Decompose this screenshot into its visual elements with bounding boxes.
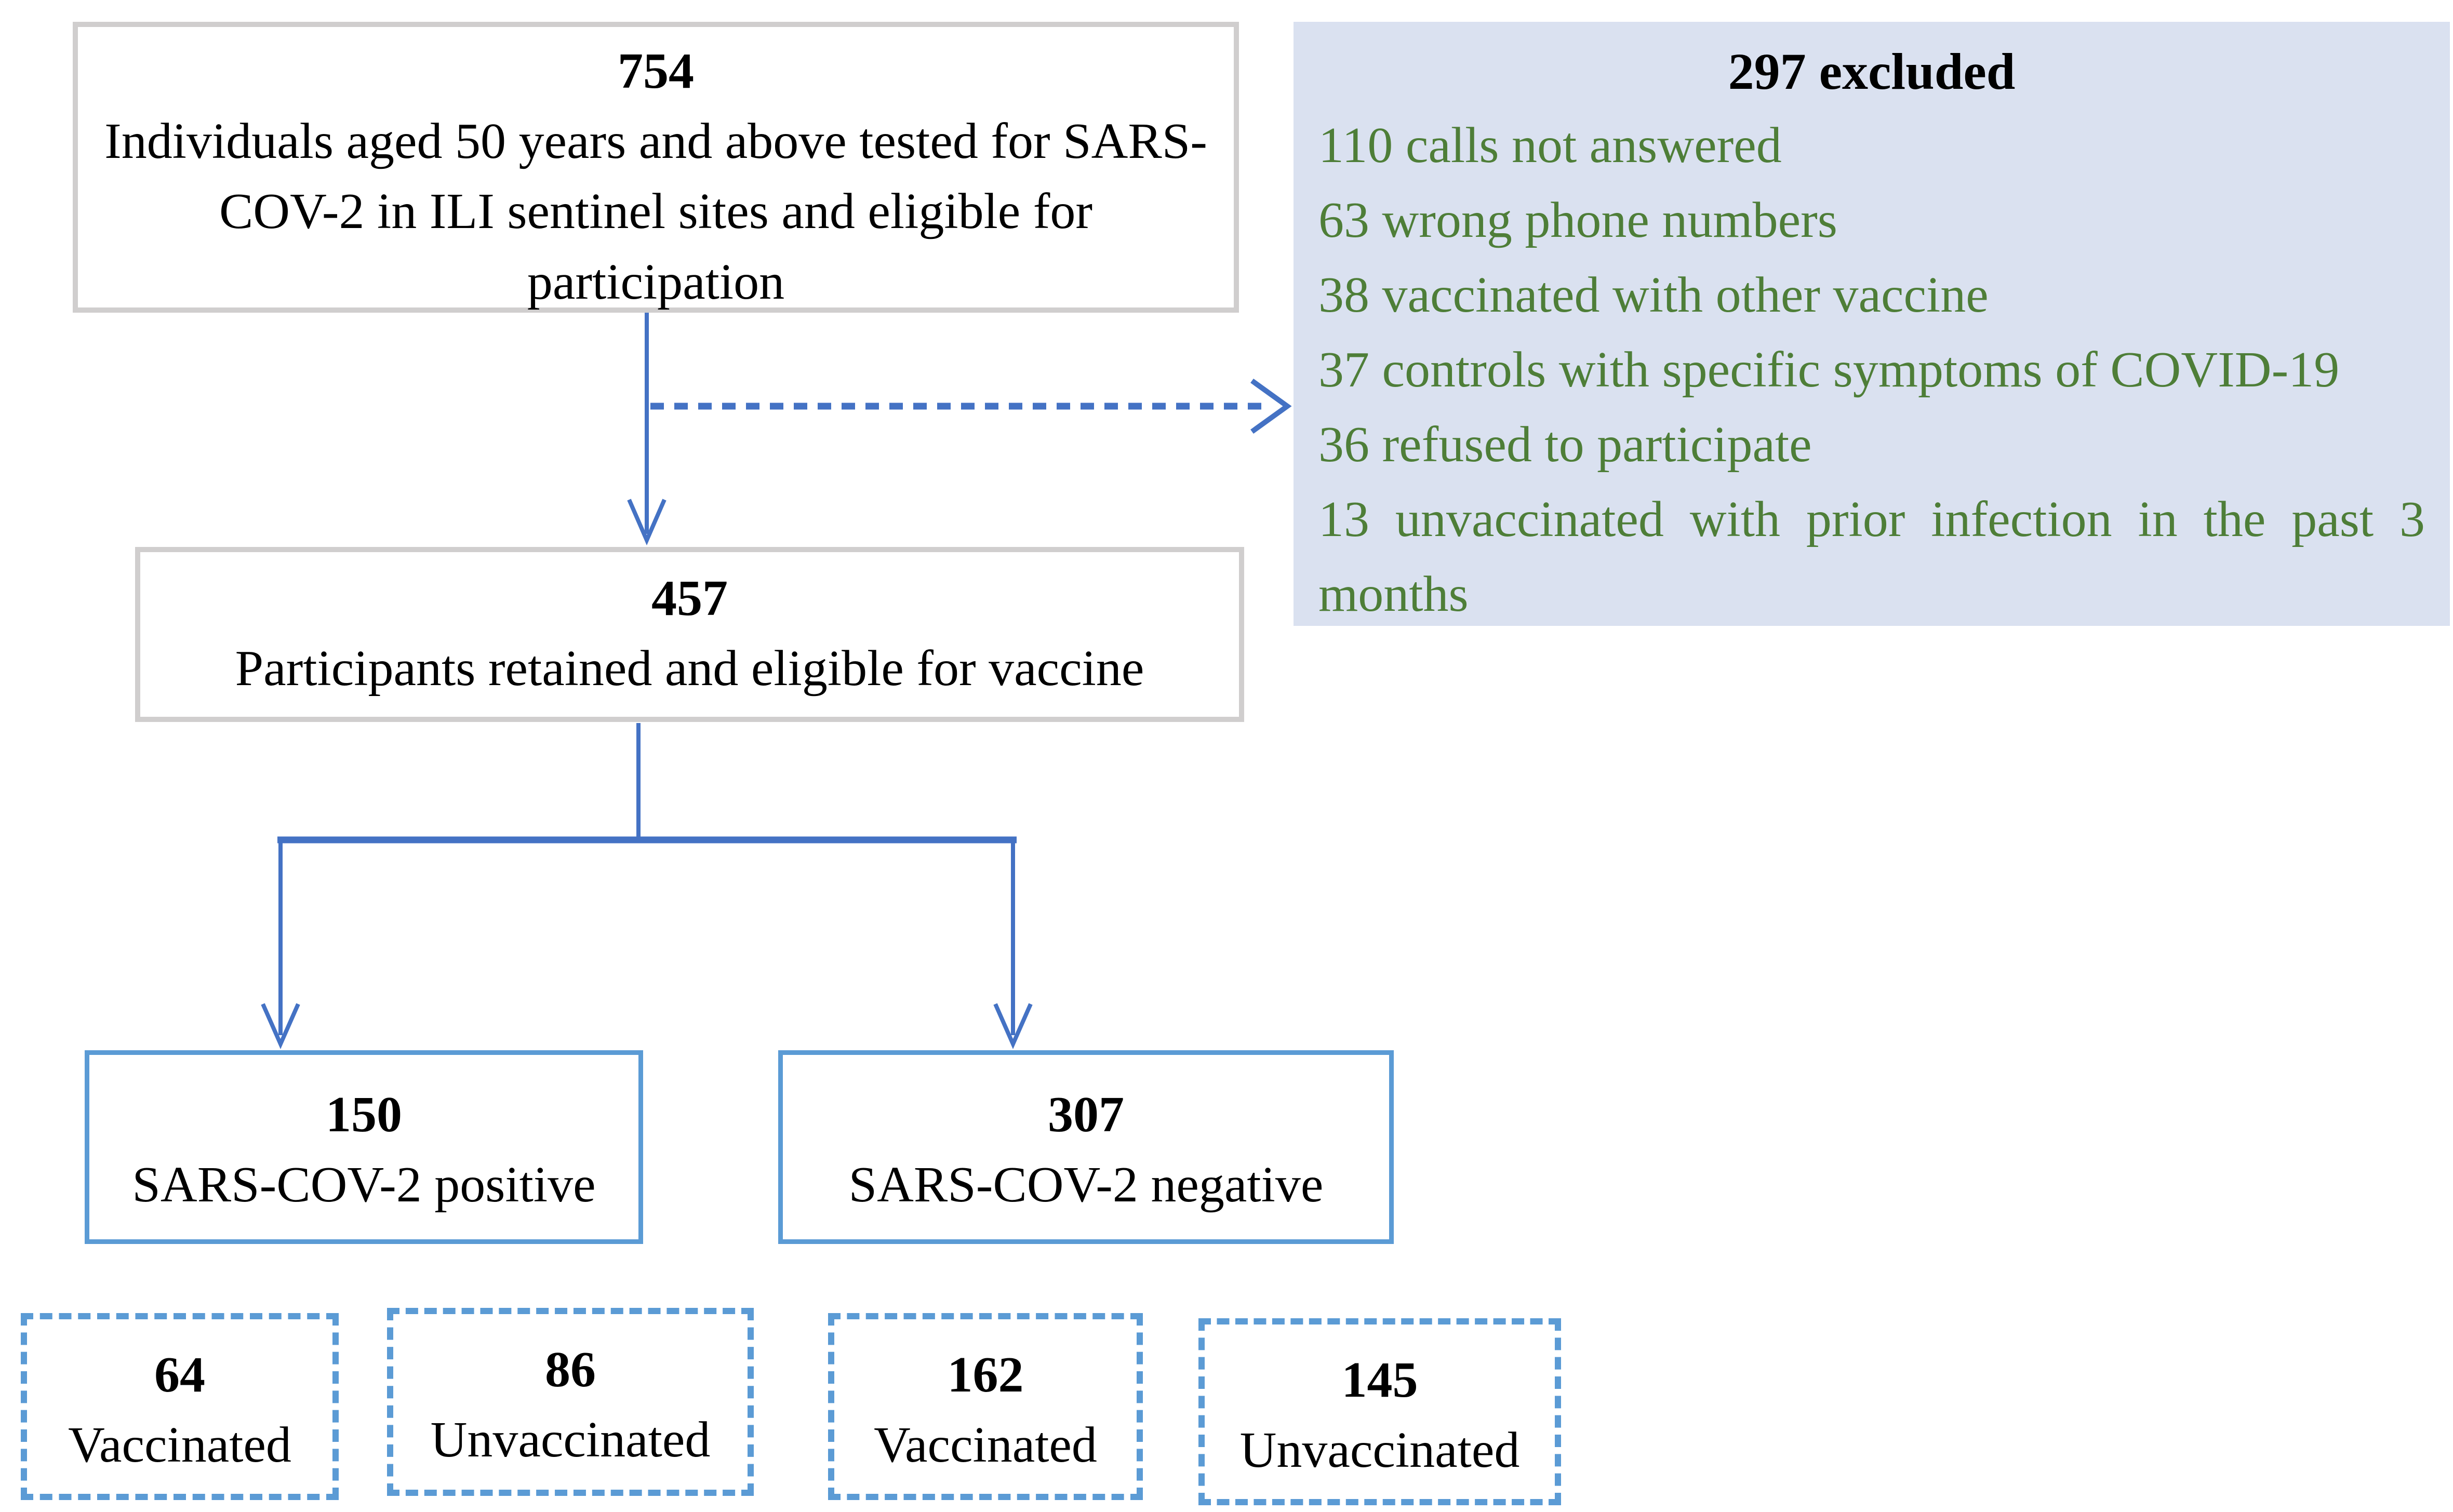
outcome-box-negative-vaccinated: 162 Vaccinated — [828, 1313, 1143, 1500]
outcome-box-positive-unvaccinated: 86 Unvaccinated — [387, 1308, 754, 1496]
negative-label: SARS-COV-2 negative — [848, 1157, 1324, 1213]
positive-count: 150 — [326, 1087, 402, 1143]
excluded-arrowhead — [1250, 378, 1292, 434]
excluded-item-controls-symptoms: 37 controls with specific symptoms of CO… — [1318, 342, 2340, 398]
outcome-box-negative-unvaccinated: 145 Unvaccinated — [1198, 1318, 1561, 1505]
excluded-item-wrong-phone-numbers: 63 wrong phone numbers — [1318, 192, 1837, 249]
negative-box: 307 SARS-COV-2 negative — [778, 1050, 1394, 1244]
outcome-count: 162 — [947, 1347, 1024, 1403]
outcome-label: Vaccinated — [874, 1417, 1097, 1474]
enrollment-count: 754 — [618, 43, 694, 99]
positive-label: SARS-COV-2 positive — [132, 1157, 596, 1213]
outcome-label: Vaccinated — [68, 1417, 291, 1474]
excluded-item-other-vaccine: 38 vaccinated with other vaccine — [1318, 267, 1989, 324]
outcome-count: 145 — [1341, 1352, 1418, 1408]
excluded-box: 297 excluded 110 calls not answered 63 w… — [1294, 22, 2450, 626]
retained-box: 457 Participants retained and eligible f… — [135, 547, 1244, 722]
negative-count: 307 — [1048, 1087, 1124, 1143]
excluded-item-refused: 36 refused to participate — [1318, 417, 1812, 473]
retained-count: 457 — [651, 570, 728, 626]
outcome-label: Unvaccinated — [1239, 1422, 1520, 1479]
outcome-count: 64 — [154, 1347, 205, 1403]
enrollment-box: 754 Individuals aged 50 years and above … — [73, 22, 1239, 313]
retained-label: Participants retained and eligible for v… — [235, 640, 1144, 697]
outcome-label: Unvaccinated — [430, 1412, 711, 1468]
enrollment-label: Individuals aged 50 years and above test… — [104, 113, 1207, 310]
excluded-item-prior-infection: 13 unvaccinated with prior infection in … — [1318, 491, 2425, 623]
excluded-title: 297 excluded — [1728, 43, 2016, 100]
top-to-retained-arrowhead — [627, 499, 666, 546]
outcome-box-positive-vaccinated: 64 Vaccinated — [21, 1313, 339, 1500]
split-to-negative-arrowhead — [993, 1003, 1033, 1049]
split-to-positive-arrowhead — [261, 1003, 300, 1049]
outcome-count: 86 — [545, 1342, 596, 1398]
excluded-item-calls-not-answered: 110 calls not answered — [1318, 117, 1782, 173]
positive-box: 150 SARS-COV-2 positive — [85, 1050, 643, 1244]
